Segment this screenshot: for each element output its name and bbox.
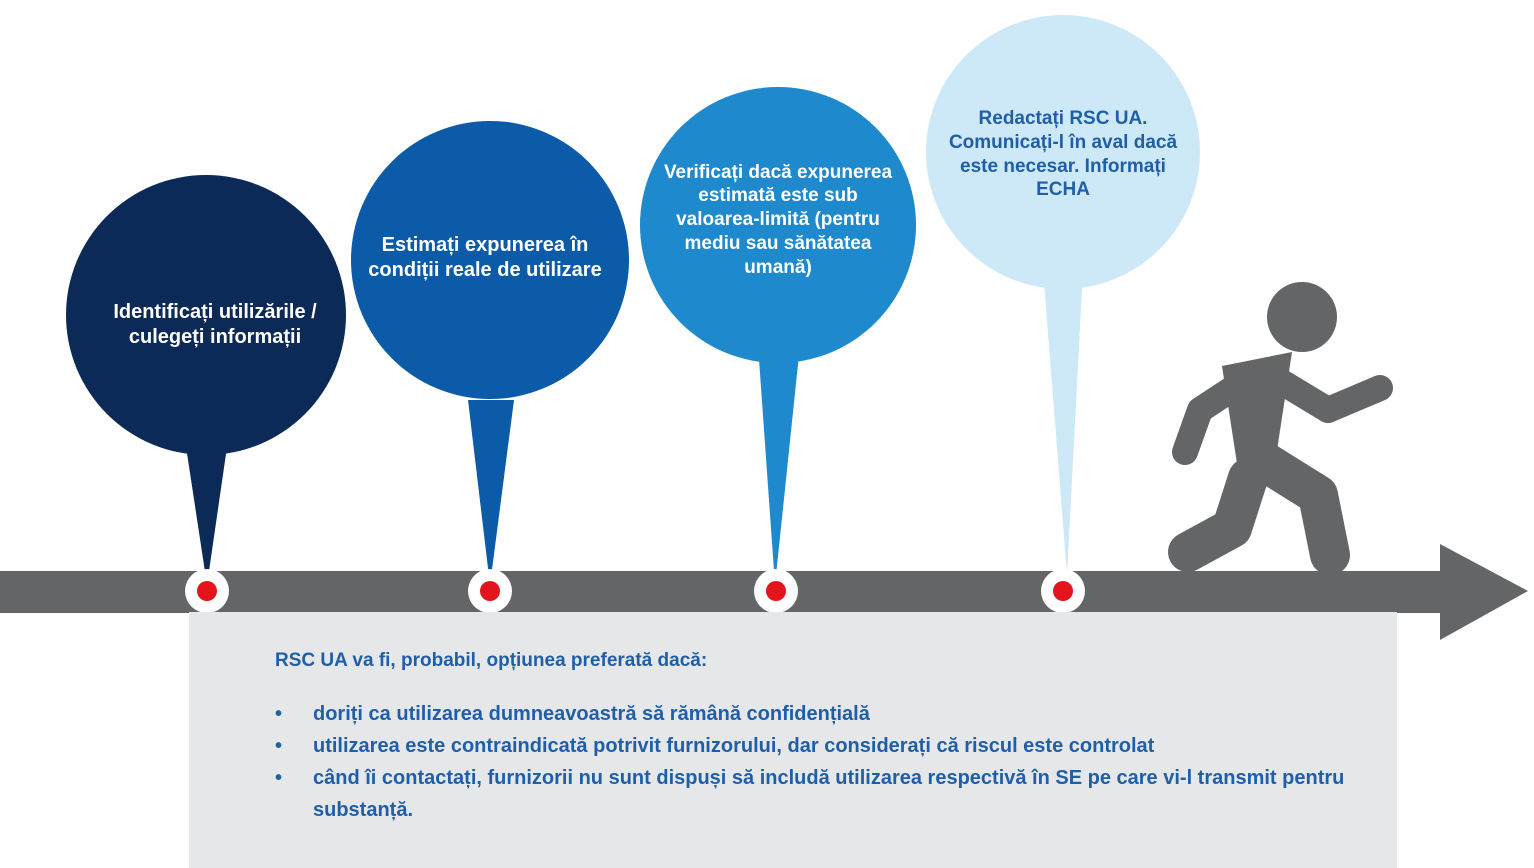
step-1-bubble <box>66 175 346 585</box>
step-4-label: Redactați RSC UA. Comunicați-l în aval d… <box>948 108 1178 201</box>
step-4-bubble <box>926 15 1200 575</box>
step-2-marker <box>468 569 512 613</box>
info-list: doriți ca utilizarea dumneavoastră să ră… <box>275 698 1357 826</box>
info-title: RSC UA va fi, probabil, opțiunea prefera… <box>275 650 708 671</box>
timeline-arrow <box>0 544 1528 640</box>
info-item: utilizarea este contraindicată potrivit … <box>275 730 1357 762</box>
step-1-label: Identificați utilizările / culegeți info… <box>113 301 317 348</box>
step-4-marker <box>1041 569 1085 613</box>
running-person-icon <box>1168 282 1393 575</box>
info-box: RSC UA va fi, probabil, opțiunea prefera… <box>189 612 1397 868</box>
step-1-marker <box>185 569 229 613</box>
step-2-label: Estimați expunerea în condiții reale de … <box>368 234 602 281</box>
step-3-bubble <box>640 87 916 585</box>
step-2-bubble <box>351 121 629 585</box>
info-item: când îi contactați, furnizorii nu sunt d… <box>275 762 1357 826</box>
info-item: doriți ca utilizarea dumneavoastră să ră… <box>275 698 1357 730</box>
step-3-label: Verificați dacă expunerea estimată este … <box>663 161 893 278</box>
step-3-marker <box>754 569 798 613</box>
